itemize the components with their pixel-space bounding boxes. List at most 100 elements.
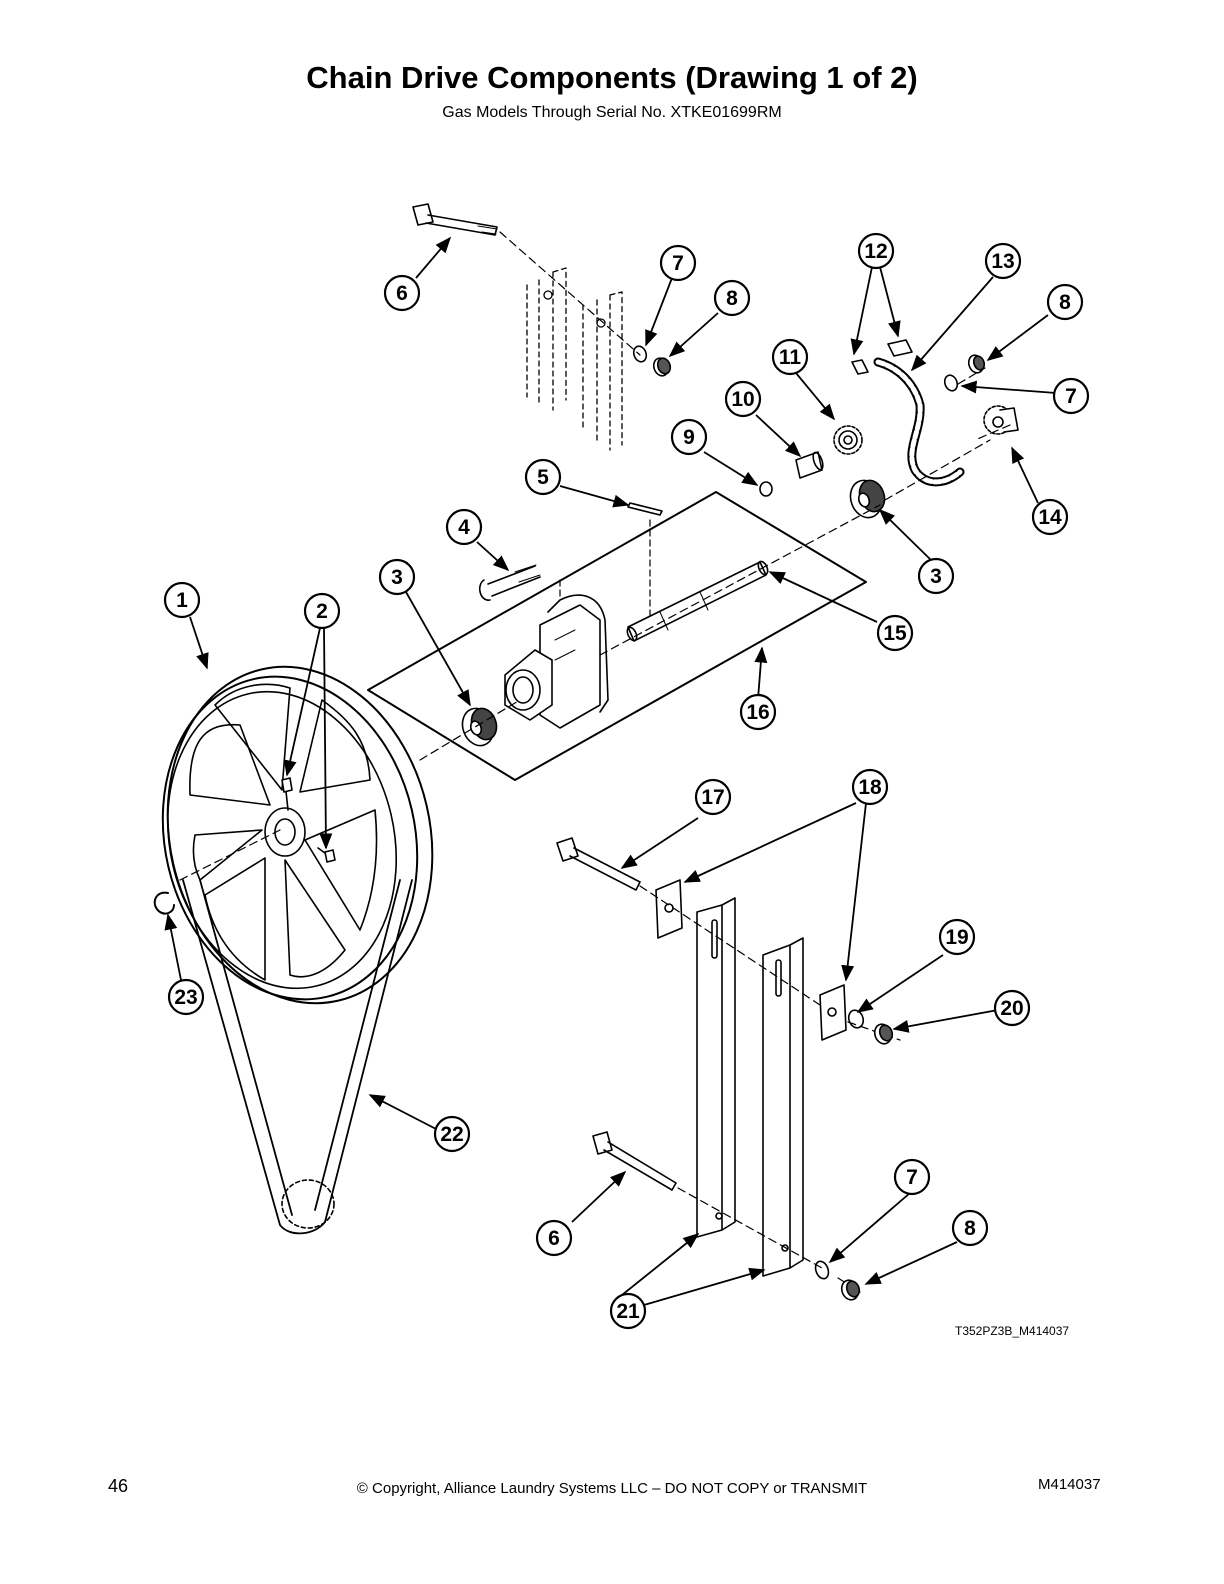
bearing-left [461,707,498,747]
callout-7-bottom: 7 [893,1158,931,1196]
lock-washer [847,1009,865,1029]
callout-14: 14 [1031,498,1069,536]
callout-20: 20 [993,989,1031,1027]
callout-23-label: 23 [174,986,197,1009]
callout-2: 2 [303,592,341,630]
callout-6-bottom-label: 6 [548,1227,560,1250]
right-sprocket [983,405,1019,435]
drive-pulley [161,665,434,1005]
callout-5-label: 5 [537,466,549,489]
callout-17-label: 17 [701,786,724,809]
callout-7-top-label: 7 [672,252,684,275]
callout-8-top-label: 8 [726,287,738,310]
upper-bracket-dashed [526,267,623,451]
callout-10: 10 [724,380,762,418]
callout-21: 21 [609,1292,647,1330]
callout-3-left-label: 3 [391,566,403,589]
drive-belt [182,879,413,1235]
callout-22: 22 [433,1115,471,1153]
callout-4-label: 4 [458,516,470,539]
retaining-ring-bottom [814,1260,830,1280]
callout-18-label: 18 [858,776,882,799]
nut-bottom [840,1279,861,1301]
callout-19: 19 [938,918,976,956]
key [627,502,663,516]
roller-chain [873,357,965,487]
callout-7-right-label: 7 [1065,385,1077,408]
retaining-ring-top-left [632,345,648,363]
callout-8-right-label: 8 [1059,291,1071,314]
callout-4: 4 [445,508,483,546]
callout-1-label: 1 [176,589,188,612]
e-ring [153,891,175,915]
bracket-plate-upper [655,879,683,939]
callout-20-label: 20 [1000,997,1023,1020]
small-sprocket [833,425,863,455]
callout-7-right: 7 [1052,377,1090,415]
callout-15-label: 15 [883,622,907,645]
callout-7-top: 7 [659,244,697,282]
bolt-top-part [412,203,498,236]
set-screw-upper [281,777,293,793]
chain-connecting-links [851,339,913,375]
callout-13: 13 [984,242,1022,280]
callout-14-label: 14 [1038,506,1062,529]
callout-6-bottom: 6 [535,1219,573,1257]
callout-6-top-label: 6 [396,282,408,305]
drawing-code: T352PZ3B_M414037 [955,1324,1070,1338]
callout-22-label: 22 [440,1123,463,1146]
page-subtitle: Gas Models Through Serial No. XTKE01699R… [442,104,782,121]
callout-3-right: 3 [917,557,955,595]
bracket-plate-lower [819,984,847,1041]
support-channel-rear [762,937,804,1277]
callout-group: 1 2 3 3 4 5 6 6 7 7 7 8 8 8 9 10 11 12 1… [163,232,1090,1330]
callout-3-right-label: 3 [930,565,942,588]
bearing-right [849,479,886,519]
nut-right [967,354,986,374]
page-title: Chain Drive Components (Drawing 1 of 2) [306,60,918,95]
callout-12-label: 12 [864,240,887,263]
callout-13-label: 13 [991,250,1014,273]
callout-11-label: 11 [779,346,802,369]
spacer [795,451,824,479]
washer [759,481,773,497]
lower-bolt-upper [556,837,641,891]
hex-nut [873,1023,894,1045]
callout-18: 18 [851,768,889,806]
document-number: M414037 [1038,1476,1101,1493]
callout-23: 23 [167,978,205,1016]
callout-9: 9 [670,418,708,456]
callout-15: 15 [876,614,914,652]
callout-8-bottom-label: 8 [964,1217,976,1240]
callout-8-top: 8 [713,279,751,317]
carriage-bolt [478,564,541,601]
callout-16: 16 [739,693,777,731]
callout-16-label: 16 [746,701,769,724]
callout-8-bottom: 8 [951,1209,989,1247]
callout-19-label: 19 [945,926,968,949]
callout-12: 12 [857,232,895,270]
support-channel-front [696,897,736,1238]
callout-9-label: 9 [683,426,695,449]
retaining-ring-right [943,374,959,392]
leader-lines [164,236,1057,1306]
assembly-outline-plate [367,491,867,781]
callout-6-top: 6 [383,274,421,312]
callout-3-left: 3 [378,558,416,596]
callout-1: 1 [163,581,201,619]
bearing-housing [504,594,609,729]
callout-10-label: 10 [731,388,754,411]
set-screw-lower [324,849,336,863]
callout-8-right: 8 [1046,283,1084,321]
callout-2-label: 2 [316,600,328,623]
copyright-notice: © Copyright, Alliance Laundry Systems LL… [356,1480,868,1497]
callout-21-label: 21 [616,1300,640,1323]
nut-top-left [652,357,672,377]
callout-17: 17 [694,778,732,816]
page-number: 46 [108,1476,129,1496]
callout-7-bottom-label: 7 [906,1166,918,1189]
bolt-bottom-part [592,1131,677,1191]
callout-5: 5 [524,458,562,496]
callout-11: 11 [771,338,809,376]
